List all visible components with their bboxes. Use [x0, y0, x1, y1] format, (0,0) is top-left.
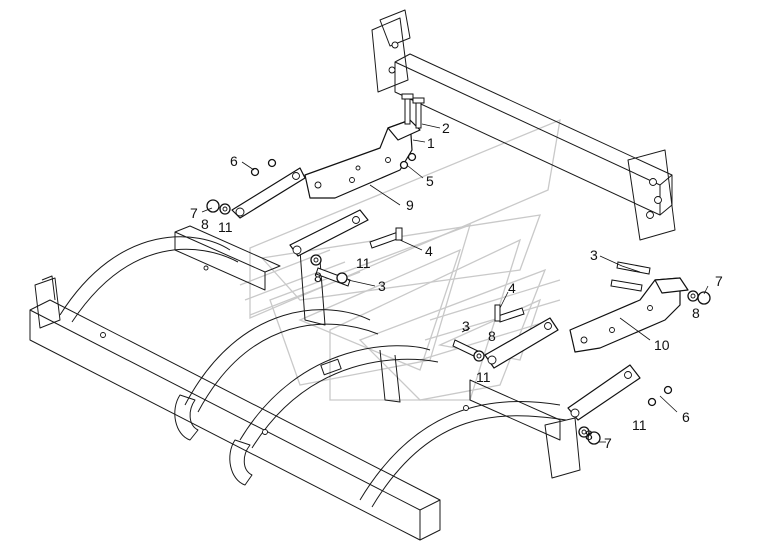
part-11-link-plates: [231, 167, 641, 421]
upper-cross-beam: [371, 9, 676, 241]
callout-3-upper: 3: [378, 278, 386, 294]
callout-8-middle: 8: [488, 328, 496, 344]
part-9-mounting-bracket: [304, 119, 421, 199]
callout-11-middle: 11: [476, 369, 491, 385]
callout-6-left: 6: [230, 153, 238, 169]
callout-3-middle: 3: [462, 318, 470, 334]
callout-10: 10: [654, 337, 670, 353]
callout-11-left: 11: [218, 219, 233, 235]
callout-8-upper: 8: [314, 269, 322, 285]
callout-5: 5: [426, 173, 434, 189]
callout-3-right: 3: [590, 247, 598, 263]
callout-6-right: 6: [682, 409, 690, 425]
main-frame: [29, 225, 581, 541]
callout-labels: 1 2 3 3 3 4 4 5 6 6 7 7 7 8 8 8 8 8 9 10…: [190, 120, 723, 451]
callout-8-left: 8: [201, 216, 209, 232]
callout-2: 2: [442, 120, 450, 136]
callout-7-right: 7: [715, 273, 723, 289]
callout-8-right: 8: [692, 305, 700, 321]
callout-1: 1: [427, 135, 435, 151]
callout-4-middle: 4: [508, 280, 516, 296]
callout-7-left: 7: [190, 205, 198, 221]
fasteners: [206, 93, 711, 445]
callout-9: 9: [406, 197, 414, 213]
callout-11-bottom: 11: [632, 417, 647, 433]
callout-11-upper: 11: [356, 255, 371, 271]
callout-4-upper: 4: [425, 243, 433, 259]
callout-7-bottom: 7: [604, 435, 612, 451]
part-10-mounting-bracket: [569, 277, 689, 353]
leader-lines: [201, 123, 709, 443]
callout-8-bottom: 8: [585, 427, 593, 443]
